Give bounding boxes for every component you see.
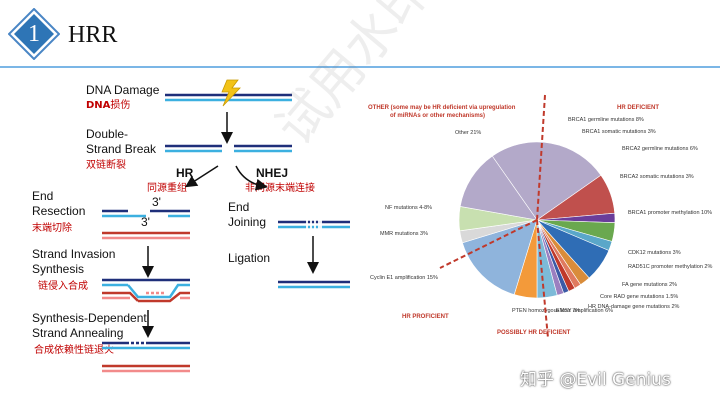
pie-label-brca2-somatic: BRCA2 somatic mutations 3%: [620, 174, 694, 180]
dsb-label-line1: Double-: [86, 127, 128, 141]
pie-label-other: Other 21%: [455, 130, 481, 136]
pie-label-hrdna: HR DNA-damage gene mutations 2%: [588, 304, 680, 310]
page-title: HRR: [68, 22, 118, 48]
pie-label-nf: NF mutations 4-8%: [385, 205, 432, 211]
pie-label-mmr: MMR mutations 3%: [380, 231, 428, 237]
pie-label-emsy: EMSY amplification 6%: [556, 308, 613, 314]
pie-group-dividers: [439, 94, 549, 339]
arrow-to-nhej: [235, 165, 268, 191]
dsb-label-line2: Strand Break: [86, 142, 157, 156]
dna-damage-zh: DNA损伤: [86, 98, 130, 111]
nhej-label: NHEJ: [256, 166, 288, 180]
hr-pie-chart: [458, 141, 616, 299]
header-divider: [0, 66, 720, 68]
strand-invasion-label-line2: Synthesis: [32, 262, 84, 276]
ligated-dna-strands: [278, 280, 350, 289]
badge-number: 1: [28, 21, 40, 47]
pie-slice-other: [491, 141, 602, 221]
pie-label-brca1-somatic: BRCA1 somatic mutations 3%: [582, 129, 656, 135]
badge-diamond: [8, 8, 60, 60]
resected-dna-strands: [102, 209, 190, 240]
three-prime-label-b: 3': [141, 215, 150, 229]
pie-label-fa: FA gene mutations 2%: [622, 282, 677, 288]
header-bar: 1 HRR: [0, 0, 720, 68]
other-header-line1: OTHER (some may be HR deficient via upre…: [368, 105, 516, 111]
pie-label-rad51c: RAD51C promoter methylation 2%: [628, 264, 712, 270]
broken-dna-strands: [165, 144, 292, 153]
other-header-line2: of miRNAs or other mechanisms): [390, 113, 485, 119]
end-joining-dna-strands: [278, 214, 350, 234]
nhej-zh: 非同源末端连接: [245, 181, 315, 194]
sdsa-label-line1: Synthesis-Dependent: [32, 311, 147, 325]
pie-label-brca2-germline: BRCA2 germline mutations 6%: [622, 146, 698, 152]
pie-label-brca1-germline: BRCA1 germline mutations 8%: [568, 117, 644, 123]
end-joining-label-line1: End: [228, 200, 249, 214]
arrow-to-hr: [184, 165, 219, 188]
end-joining-label-line2: Joining: [228, 215, 266, 229]
three-prime-label-a: 3': [152, 195, 161, 209]
dna-damage-label: DNA Damage: [86, 83, 160, 97]
pie-slice-other: [459, 155, 538, 221]
pie-label-cdk12: CDK12 mutations 3%: [628, 250, 681, 256]
end-resection-label-line2: Resection: [32, 204, 85, 218]
pie-label-corerad: Core RAD gene mutations 1.5%: [600, 294, 678, 300]
possibly-hr-deficient-header: POSSIBLY HR DEFICIENT: [497, 330, 571, 336]
pie-slice-cyclin: [462, 219, 538, 295]
lightning-icon: [221, 79, 241, 107]
sdsa-label-line2: Strand Annealing: [32, 326, 123, 340]
corner-watermark: 知乎 @Evil Genius: [520, 370, 671, 390]
pie-label-brca1-promoter: BRCA1 promoter methylation 10%: [628, 210, 712, 216]
invasion-dna-strands: [102, 278, 190, 303]
hr-deficient-header: HR DEFICIENT: [617, 105, 659, 111]
end-resection-zh: 末端切除: [32, 221, 72, 234]
hr-label: HR: [176, 166, 194, 180]
pie-label-cyclin: Cyclin E1 amplification 15%: [370, 275, 438, 281]
strand-invasion-zh: 链侵入合成: [38, 279, 88, 292]
sdsa-zh: 合成依赖性链退火: [34, 343, 114, 356]
dsb-zh: 双链断裂: [86, 158, 126, 171]
hr-zh: 同源重组: [147, 181, 187, 194]
sdsa-dna-strands: [102, 341, 190, 373]
hr-proficient-header: HR PROFICIENT: [402, 314, 449, 320]
strand-invasion-label-line1: Strand Invasion: [32, 247, 115, 261]
end-resection-label-line1: End: [32, 189, 53, 203]
ligation-label: Ligation: [228, 251, 270, 265]
